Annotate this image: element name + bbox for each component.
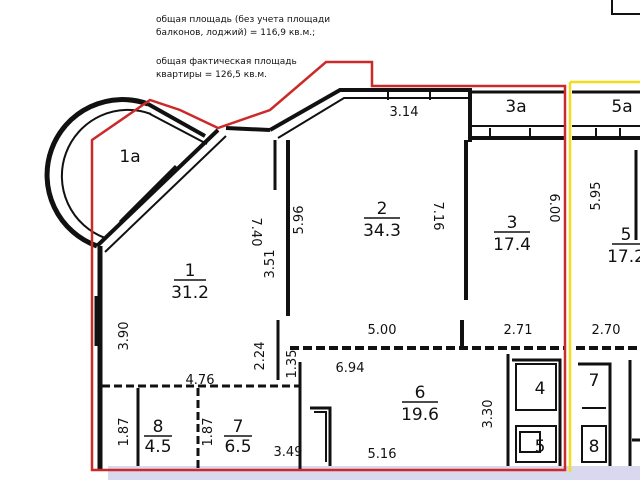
room-4-number: 4 xyxy=(535,379,546,399)
room-6-area: 19.6 xyxy=(401,405,439,425)
dim-7-40: 7.40 xyxy=(248,218,263,247)
dim-5-96: 5.96 xyxy=(292,206,307,235)
room-3-area: 17.4 xyxy=(493,235,531,255)
room-7-area: 6.5 xyxy=(224,437,251,457)
neighbor-room-5-area: 17.2 xyxy=(607,247,640,267)
room-3-number: 3 xyxy=(507,213,518,233)
dim-2-71: 2.71 xyxy=(504,323,533,338)
neighbor-outline xyxy=(568,80,640,472)
room-5-number: 5 xyxy=(535,437,546,457)
dim-3-30: 3.30 xyxy=(481,400,496,429)
dim-5-16: 5.16 xyxy=(368,447,397,462)
dim-2-24: 2.24 xyxy=(253,342,268,371)
walls xyxy=(44,88,640,470)
dim-2-70: 2.70 xyxy=(592,323,621,338)
neighbor-room-8-number: 8 xyxy=(589,437,600,457)
dim-4-76: 4.76 xyxy=(186,373,215,388)
room-1a-label: 1a xyxy=(119,147,140,167)
room-8-number: 8 xyxy=(153,417,164,437)
neighbor-room-7-number: 7 xyxy=(589,371,600,391)
room-1-number: 1 xyxy=(185,261,196,281)
corner-mark xyxy=(611,0,640,15)
dim-3-14: 3.14 xyxy=(390,105,419,120)
room-2-area: 34.3 xyxy=(363,221,401,241)
bottom-strip xyxy=(108,466,640,480)
room-7-number: 7 xyxy=(233,417,244,437)
dim-1-35: 1.35 xyxy=(285,350,300,379)
dim-6-00: 6.00 xyxy=(546,194,561,223)
dim-1-87-left: 1.87 xyxy=(117,418,132,447)
dim-3-49: 3.49 xyxy=(274,445,303,460)
dim-1-87-right: 1.87 xyxy=(201,418,216,447)
dim-5-00: 5.00 xyxy=(368,323,397,338)
dim-6-94: 6.94 xyxy=(336,361,365,376)
room-5a-label: 5a xyxy=(611,97,632,117)
room-1-area: 31.2 xyxy=(171,283,209,303)
note-area-without-balconies: общая площадь (без учета площади балконо… xyxy=(156,15,331,38)
dim-3-90: 3.90 xyxy=(117,322,132,351)
dim-7-16: 7.16 xyxy=(430,202,445,231)
dim-5-95: 5.95 xyxy=(589,182,604,211)
dimension-labels: 3.14 7.40 5.96 3.51 7.16 6.00 5.95 3.90 … xyxy=(117,105,620,462)
room-8-area: 4.5 xyxy=(144,437,171,457)
room-labels: 1 31.2 2 34.3 3 17.4 4 5 6 19.6 7 6.5 8 xyxy=(119,97,640,457)
room-3a-label: 3a xyxy=(505,97,526,117)
room-2-number: 2 xyxy=(377,199,388,219)
room-6-number: 6 xyxy=(415,383,426,403)
dim-3-51: 3.51 xyxy=(263,250,278,279)
neighbor-room-5-number: 5 xyxy=(621,225,632,245)
note-actual-area: общая фактическая площадь квартиры = 126… xyxy=(156,57,297,80)
